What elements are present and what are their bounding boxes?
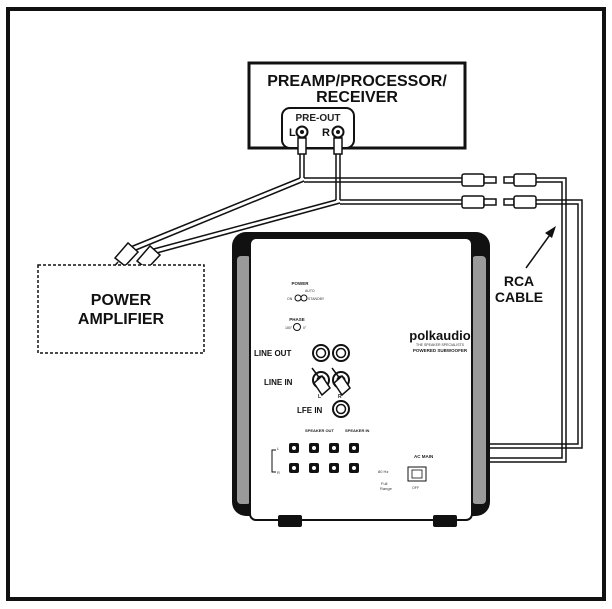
power-on-label: ON	[287, 297, 293, 301]
brand-logo: polkaudio	[409, 328, 470, 343]
lfe-in-label: LFE IN	[297, 406, 323, 415]
power-label: POWER	[291, 281, 309, 286]
subwoofer-rear-panel	[249, 237, 473, 521]
ac-main-label: AC MAIN	[414, 454, 433, 459]
line-in-r-label: R	[338, 394, 342, 400]
phase-switch	[293, 323, 301, 331]
power-auto-label: AUTO	[305, 289, 315, 293]
power-standby-label: STANDBY	[308, 297, 325, 301]
receiver-title-line2: RECEIVER	[316, 89, 398, 106]
rca-cable-line1: RCA	[504, 273, 534, 289]
receiver-box: PREAMP/PROCESSOR/ RECEIVER PRE-OUT L R	[247, 61, 467, 150]
speaker-left-mark: L	[277, 446, 280, 451]
rca-cable-line2: CABLE	[495, 289, 543, 305]
preout-label: PRE-OUT	[296, 113, 341, 124]
rca-cable-callout: RCA CABLE	[495, 226, 556, 305]
phase-label: PHASE	[289, 317, 305, 322]
full-range-label-line1: Full	[381, 481, 388, 486]
line-in-l-label: L	[318, 394, 321, 400]
preout-left-label: L	[289, 127, 296, 139]
brand-tagline: THE SPEAKER SPECIALISTS	[416, 343, 465, 347]
rca-plug-pairs	[461, 173, 537, 209]
power-amplifier-box: POWER AMPLIFIER	[37, 264, 205, 354]
preout-cables	[127, 137, 462, 255]
full-range-label-line2: Range	[380, 486, 393, 491]
line-in-label: LINE IN	[264, 378, 293, 387]
freq-label: 80 Hz	[378, 469, 388, 474]
speaker-out-label: SPEAKER OUT	[305, 428, 334, 433]
preout-right-label: R	[322, 127, 330, 139]
phase-0-label: 0°	[303, 326, 307, 330]
subwoofer-foot-right	[433, 515, 457, 527]
phase-180-label: 180°	[285, 326, 293, 330]
speaker-right-mark: R	[277, 470, 280, 475]
off-label: OFF	[412, 486, 419, 490]
amplifier-line1: POWER	[91, 292, 152, 309]
power-switch	[294, 294, 302, 302]
model-label: POWERED SUBWOOFER	[413, 348, 468, 353]
subwoofer-foot-left	[278, 515, 302, 527]
line-out-label: LINE OUT	[254, 349, 291, 358]
subwoofer-unit: POWER AUTO ON STANDBY PHASE 180° 0° polk…	[232, 232, 490, 527]
speaker-in-label: SPEAKER IN	[345, 428, 370, 433]
receiver-title-line1: PREAMP/PROCESSOR/	[267, 73, 447, 90]
amplifier-line2: AMPLIFIER	[78, 311, 165, 328]
